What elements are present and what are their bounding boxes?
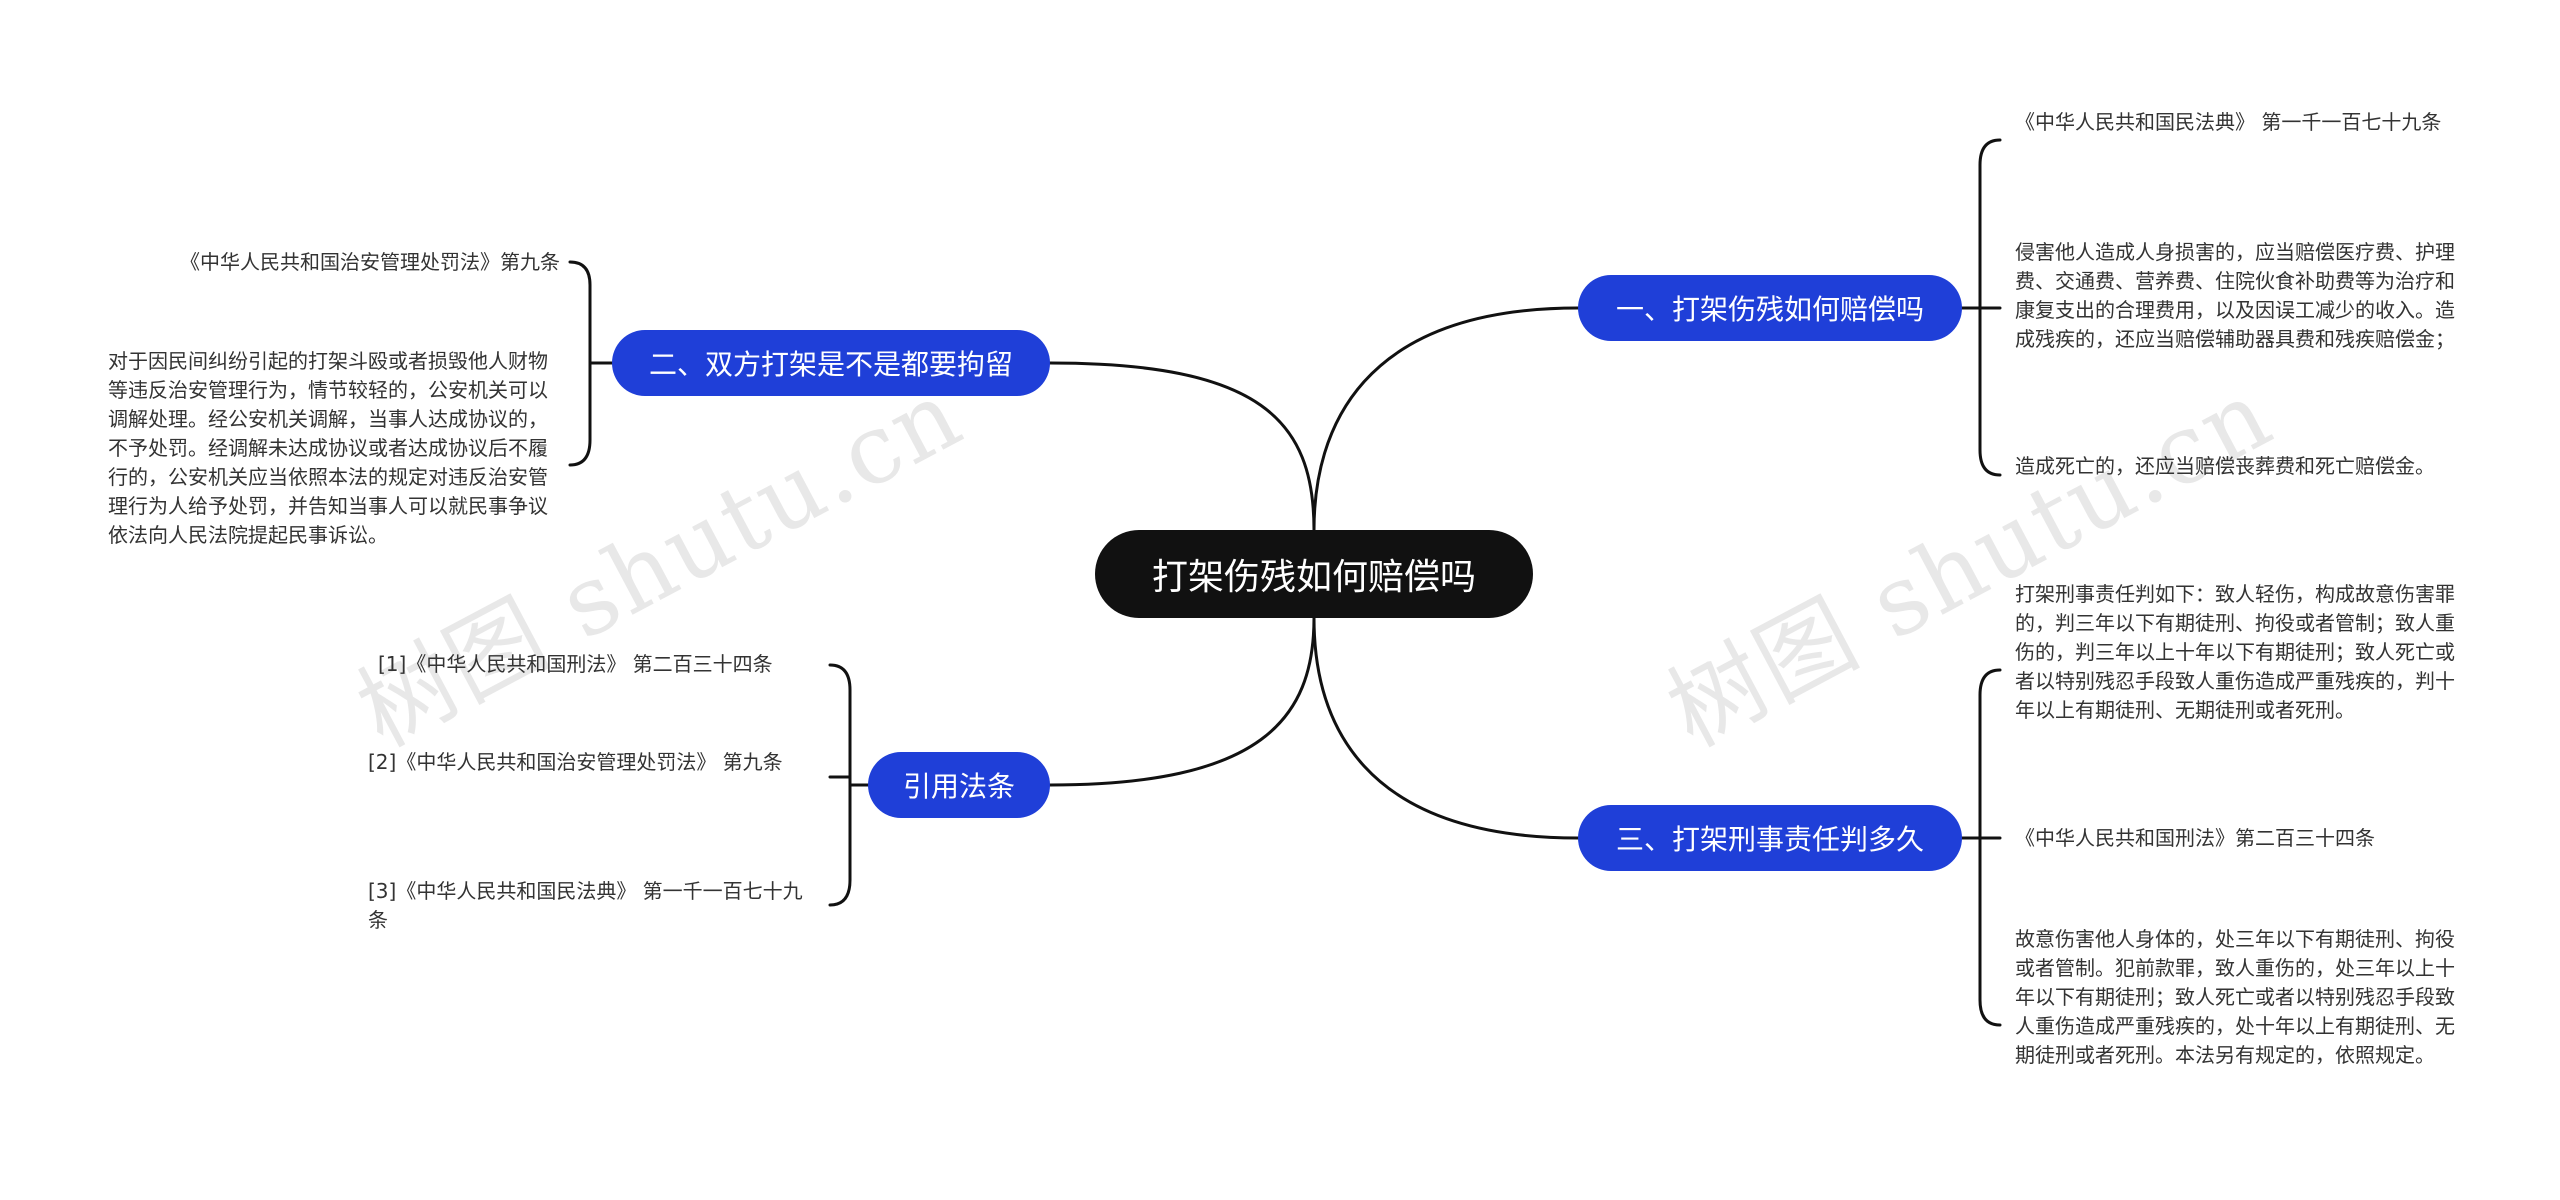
leaf-4-2[interactable]: [2]《中华人民共和国治安管理处罚法》 第九条 xyxy=(368,750,783,774)
branch-topic-4-label: 引用法条 xyxy=(902,770,1015,803)
leaf-3-2[interactable]: 《中华人民共和国刑法》第二百三十四条 xyxy=(2015,826,2375,850)
branch-topic-2[interactable]: 二、双方打架是不是都要拘留 xyxy=(612,330,1050,396)
leaf-4-1[interactable]: [1]《中华人民共和国刑法》 第二百三十四条 xyxy=(378,652,773,676)
link-root-branch-2 xyxy=(1048,361,1316,532)
root-topic[interactable]: 打架伤残如何赔偿吗 xyxy=(1095,530,1533,618)
leaf-2-2[interactable]: 对于因民间纠纷引起的打架斗殴或者损毁他人财物等违反治安管理行为，情节较轻的，公安… xyxy=(108,349,548,547)
bracket-branch-4 xyxy=(828,663,852,907)
leaf-4-3[interactable]: [3]《中华人民共和国民法典》 第一千一百七十九条 xyxy=(368,879,803,932)
bracket-branch-2 xyxy=(568,260,592,467)
branch-topic-3[interactable]: 三、打架刑事责任判多久 xyxy=(1578,805,1962,871)
leaf-3-3[interactable]: 故意伤害他人身体的，处三年以下有期徒刑、拘役或者管制。犯前款罪，致人重伤的，处三… xyxy=(2015,927,2455,1067)
leaf-1-3[interactable]: 造成死亡的，还应当赔偿丧葬费和死亡赔偿金。 xyxy=(2015,454,2435,478)
branch-topic-4[interactable]: 引用法条 xyxy=(868,752,1050,818)
branch-topic-2-label: 二、双方打架是不是都要拘留 xyxy=(648,348,1013,381)
branch-topic-3-label: 三、打架刑事责任判多久 xyxy=(1615,823,1924,856)
leaf-2-1[interactable]: 《中华人民共和国治安管理处罚法》第九条 xyxy=(180,250,560,274)
leaf-1-1[interactable]: 《中华人民共和国民法典》 第一千一百七十九条 xyxy=(2015,110,2442,134)
leaf-3-1[interactable]: 打架刑事责任判如下：致人轻伤，构成故意伤害罪的，判三年以下有期徒刑、拘役或者管制… xyxy=(2015,582,2455,722)
branch-topic-1-label: 一、打架伤残如何赔偿吗 xyxy=(1615,293,1924,326)
link-root-branch-4 xyxy=(1048,616,1316,787)
leaf-1-2[interactable]: 侵害他人造成人身损害的，应当赔偿医疗费、护理费、交通费、营养费、住院伙食补助费等… xyxy=(2015,240,2455,351)
link-root-branch-3 xyxy=(1312,616,1580,840)
root-topic-label: 打架伤残如何赔偿吗 xyxy=(1151,557,1476,598)
bracket-branch-3 xyxy=(1978,668,2002,1027)
branch-topic-1[interactable]: 一、打架伤残如何赔偿吗 xyxy=(1578,275,1962,341)
link-root-branch-1 xyxy=(1312,306,1580,532)
